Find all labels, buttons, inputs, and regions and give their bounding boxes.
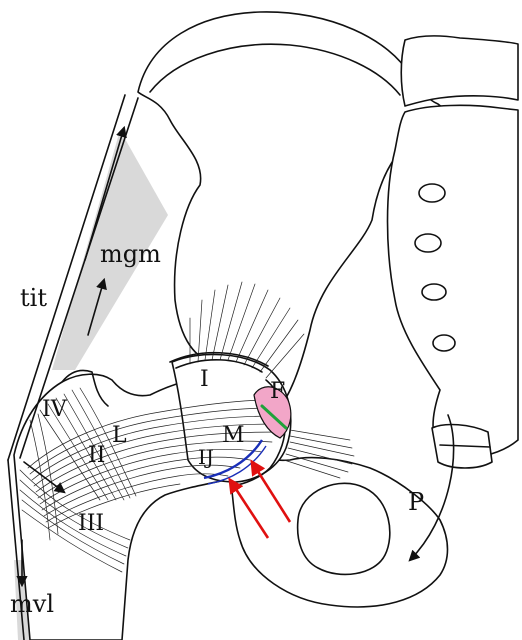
sacral-foramen-4 [432, 334, 456, 352]
trabecular-lines [19, 387, 279, 573]
label-L: L [112, 423, 127, 448]
ischial-lines [283, 429, 355, 479]
trochanter-arrow [23, 461, 66, 494]
label-III: III [78, 511, 104, 536]
cartilage-arc [203, 439, 264, 480]
label-F: F [270, 379, 285, 404]
mgm-arrow [87, 277, 107, 336]
label-II: II [88, 443, 105, 468]
label-mgm: mgm [100, 240, 161, 268]
label-tit: tit [20, 284, 47, 312]
obturator-foramen [296, 482, 391, 576]
cartilage-arc-inner [207, 445, 267, 485]
p-arrow [408, 414, 455, 562]
acetabular-roof-arc-inner [175, 359, 263, 373]
label-IV: IV [42, 397, 68, 422]
force-arrow-1 [228, 477, 270, 539]
sacral-foramen-3 [421, 283, 447, 301]
gluteus-medius-shade [52, 130, 168, 370]
acetabular-roof-arc [169, 351, 269, 367]
label-P: P [408, 488, 424, 516]
sacral-foramen-1 [418, 183, 446, 203]
ligamentum-teres-green [260, 404, 288, 430]
greater-trochanter [61, 369, 109, 407]
label-mvl: mvl [10, 590, 54, 618]
lumbar-vertebra [400, 35, 519, 107]
iliac-wing [137, 11, 449, 411]
sacrum [386, 104, 519, 459]
tit-inner-line [19, 97, 139, 459]
force-arrow-2 [250, 459, 292, 523]
coccyx-joint [439, 444, 491, 448]
tit-line [7, 94, 126, 461]
iliac-crest-inner [149, 43, 401, 96]
label-I: I [200, 367, 209, 392]
lateral-edge [7, 459, 25, 640]
label-M: M [222, 423, 245, 448]
label-IJ: IJ [198, 445, 214, 469]
capsule-radiating-lines [189, 281, 305, 379]
sacral-foramen-2 [414, 233, 442, 253]
